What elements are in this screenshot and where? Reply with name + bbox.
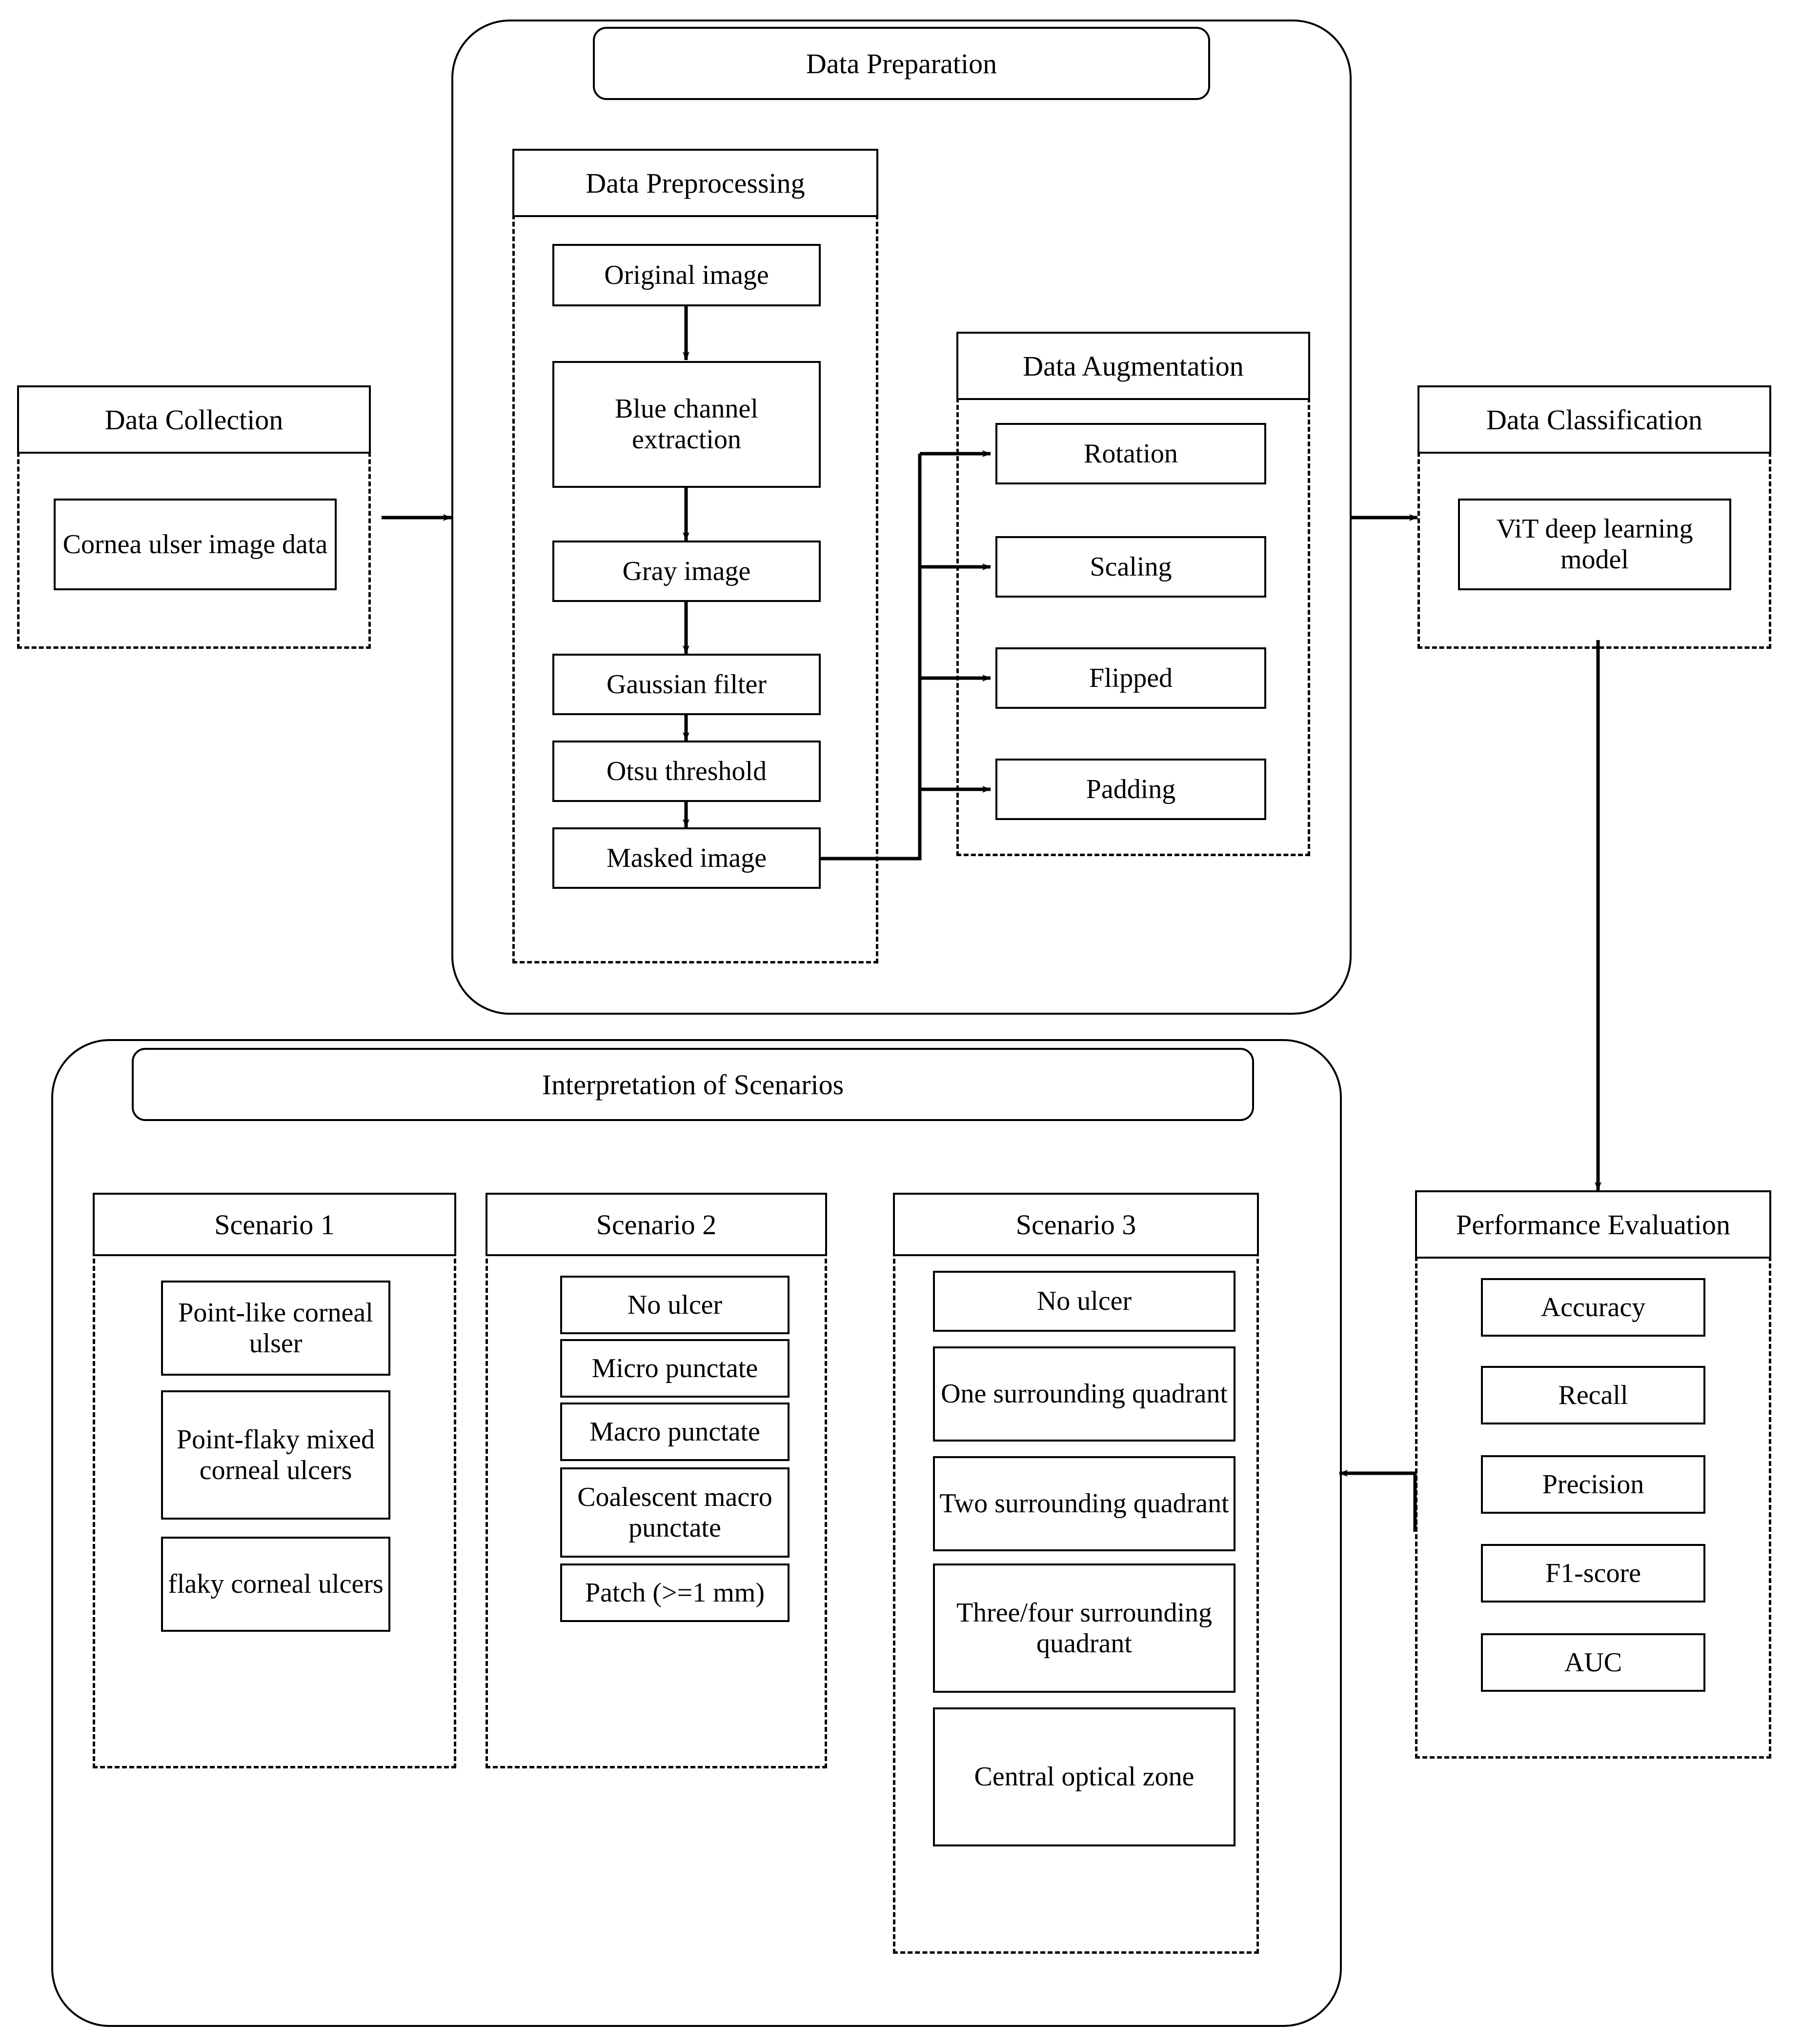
data-preprocessing-title: Data Preprocessing (512, 149, 878, 217)
preprocessing-step-gaussian-filter[interactable]: Gaussian filter (552, 654, 821, 715)
scenario-1-item-flaky-corneal-ulcers[interactable]: flaky corneal ulcers (161, 1537, 390, 1632)
data-classification-title: Data Classification (1417, 385, 1771, 454)
preprocessing-step-blue-channel-extraction[interactable]: Blue channel extraction (552, 361, 821, 488)
scenario-1-item-point-flaky-mixed-corneal-ulcers[interactable]: Point-flaky mixed corneal ulcers (161, 1390, 390, 1520)
scenario-2-item-patch-1mm[interactable]: Patch (>=1 mm) (560, 1563, 790, 1622)
scenario-3-item-no-ulcer[interactable]: No ulcer (933, 1271, 1235, 1332)
preprocessing-step-masked-image[interactable]: Masked image (552, 827, 821, 889)
data-collection-item-cornea-ulser-image-data[interactable]: Cornea ulser image data (54, 499, 337, 590)
augmentation-item-scaling[interactable]: Scaling (995, 536, 1266, 598)
scenario-2-item-macro-punctate[interactable]: Macro punctate (560, 1403, 790, 1461)
performance-metric-auc[interactable]: AUC (1481, 1633, 1705, 1692)
performance-evaluation-title: Performance Evaluation (1415, 1190, 1771, 1259)
performance-metric-recall[interactable]: Recall (1481, 1366, 1705, 1424)
preprocessing-step-otsu-threshold[interactable]: Otsu threshold (552, 741, 821, 802)
data-collection-title: Data Collection (17, 385, 371, 454)
data-augmentation-title: Data Augmentation (956, 332, 1310, 400)
interpretation-container (51, 1039, 1342, 2027)
scenario-3-item-two-surrounding-quadrant[interactable]: Two surrounding quadrant (933, 1456, 1235, 1551)
performance-metric-f1-score[interactable]: F1-score (1481, 1544, 1705, 1603)
performance-metric-accuracy[interactable]: Accuracy (1481, 1278, 1705, 1337)
data-classification-item-vit-deep-learning-model[interactable]: ViT deep learning model (1458, 499, 1731, 590)
scenario-1-item-point-like-corneal-ulser[interactable]: Point-like corneal ulser (161, 1281, 390, 1376)
interpretation-title: Interpretation of Scenarios (132, 1048, 1254, 1121)
augmentation-item-rotation[interactable]: Rotation (995, 423, 1266, 484)
scenario-2-title: Scenario 2 (486, 1193, 827, 1256)
scenario-1-title: Scenario 1 (93, 1193, 456, 1256)
performance-metric-precision[interactable]: Precision (1481, 1455, 1705, 1514)
data-preparation-container (451, 20, 1352, 1015)
scenario-3-item-one-surrounding-quadrant[interactable]: One surrounding quadrant (933, 1346, 1235, 1442)
scenario-3-item-three-four-surrounding-quadrant[interactable]: Three/four surrounding quadrant (933, 1563, 1235, 1693)
preprocessing-step-gray-image[interactable]: Gray image (552, 541, 821, 602)
scenario-2-item-coalescent-macro-punctate[interactable]: Coalescent macro punctate (560, 1467, 790, 1558)
scenario-2-item-no-ulcer[interactable]: No ulcer (560, 1276, 790, 1334)
augmentation-item-padding[interactable]: Padding (995, 759, 1266, 820)
scenario-3-title: Scenario 3 (893, 1193, 1259, 1256)
scenario-3-item-central-optical-zone[interactable]: Central optical zone (933, 1707, 1235, 1846)
scenario-2-item-micro-punctate[interactable]: Micro punctate (560, 1339, 790, 1398)
augmentation-item-flipped[interactable]: Flipped (995, 647, 1266, 709)
preprocessing-step-original-image[interactable]: Original image (552, 244, 821, 306)
data-preparation-title: Data Preparation (593, 27, 1210, 100)
